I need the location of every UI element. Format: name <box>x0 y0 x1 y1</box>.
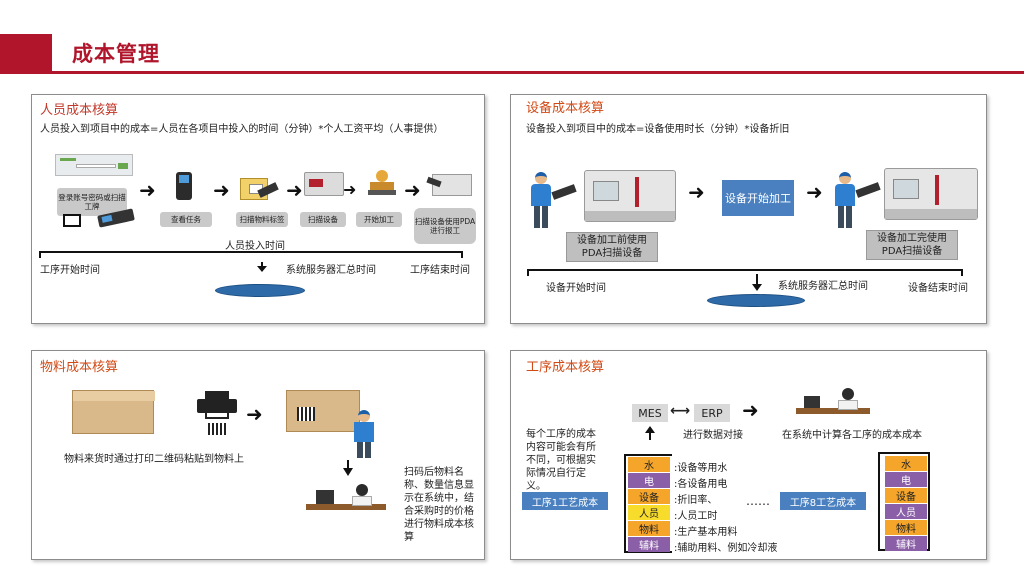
handheld-terminal-icon <box>176 172 192 200</box>
process-end-label: 工序结束时间 <box>410 265 470 276</box>
material-panel-title: 物料成本核算 <box>40 360 119 375</box>
step-start-processing: 开始加工 <box>356 212 402 227</box>
material-cost-panel <box>31 350 485 560</box>
item-water: 水 <box>628 457 670 472</box>
operator-icon <box>528 172 554 230</box>
item-auxiliary-desc: :辅助用料、例如冷却液 <box>674 543 778 554</box>
item-water-desc: :设备等用水 <box>674 463 728 474</box>
arrow-right-icon: ➜ <box>246 402 263 426</box>
item-material: 物料 <box>628 521 670 536</box>
equipment-start-time: 设备开始时间 <box>546 283 606 294</box>
step-report-work: 扫描设备使用PDA进行报工 <box>414 208 476 244</box>
material-caption: 物料来货时通过打印二维码粘贴到物料上 <box>64 454 244 465</box>
item-electricity: 电 <box>628 473 670 488</box>
process-note: 每个工序的成本内容可能会有所不同，可根据实际情况自行定义。 <box>526 429 596 492</box>
personnel-panel-title: 人员成本核算 <box>40 103 119 118</box>
cnc-machine-image <box>584 170 676 222</box>
item-material: 物料 <box>885 520 927 535</box>
down-arrow-icon <box>343 460 353 476</box>
arrow-right-icon: ➜ <box>139 178 156 202</box>
mes-system-box: MES <box>632 404 668 422</box>
cnc-machine-image <box>884 168 978 220</box>
item-personnel-desc: :人员工时 <box>674 511 718 522</box>
operator-icon <box>832 172 858 230</box>
equipment-start-box: 设备开始加工 <box>722 180 794 216</box>
item-auxiliary: 辅料 <box>628 537 670 552</box>
server-summary-label: 系统服务器汇总时间 <box>286 265 376 276</box>
server-database-icon <box>707 294 805 307</box>
step-view-task: 查看任务 <box>160 212 212 227</box>
arrow-right-icon: ➜ <box>343 180 357 199</box>
equipment-end-time: 设备结束时间 <box>908 283 968 294</box>
arrow-right-icon: ➜ <box>213 178 230 202</box>
erp-system-box: ERP <box>694 404 730 422</box>
item-equipment: 设备 <box>885 488 927 503</box>
arrow-right-icon: ➜ <box>286 178 303 202</box>
item-material-desc: :生产基本用料 <box>674 527 738 538</box>
header-underline <box>52 71 1024 74</box>
left-item-bracket <box>624 454 672 553</box>
item-personnel: 人员 <box>885 504 927 519</box>
page-title: 成本管理 <box>72 42 160 66</box>
arrow-right-icon: ➜ <box>688 180 705 204</box>
item-equipment-desc: :折旧率、 <box>674 495 718 506</box>
office-worker-image <box>306 484 386 520</box>
right-bracket-right <box>924 452 930 551</box>
labeled-box-image <box>286 390 360 432</box>
arrow-right-icon: ➜ <box>404 178 421 202</box>
item-personnel: 人员 <box>628 505 670 520</box>
item-water: 水 <box>885 456 927 471</box>
process1-cost-box: 工序1工艺成本 <box>522 492 608 510</box>
server-database-icon <box>215 284 305 297</box>
item-electricity-desc: :各设备用电 <box>674 479 728 490</box>
qr-code-icon <box>208 423 226 435</box>
worker-icon <box>368 170 396 196</box>
arrow-right-icon: ➜ <box>806 180 823 204</box>
equipment-formula: 设备投入到项目中的成本=设备使用时长（分钟）*设备折旧 <box>526 124 790 135</box>
up-arrow-icon <box>645 426 655 440</box>
step-login-box: 登录账号密码或扫描工牌 <box>57 188 127 216</box>
printer-icon <box>197 391 237 419</box>
invest-time-label: 人员投入时间 <box>225 241 285 252</box>
personnel-formula: 人员投入到项目中的成本=人员在各项目中投入的时间（分钟）*个人工资平均（人事提供… <box>40 124 444 135</box>
data-docking-label: 进行数据对接 <box>683 430 743 441</box>
login-screen-image <box>55 154 133 176</box>
process-panel-title: 工序成本核算 <box>526 360 605 375</box>
material-description: 扫码后物料名称、数量信息显示在系统中，结合采购时的价格进行物料成本核算 <box>404 467 474 543</box>
step-scan-device: 扫描设备 <box>300 212 346 227</box>
process-start-label: 工序开始时间 <box>40 265 100 276</box>
system-calc-label: 在系统中计算各工序的成本成本 <box>782 430 922 441</box>
right-bracket-left <box>878 452 884 551</box>
equipment-panel-title: 设备成本核算 <box>526 101 605 116</box>
equipment-bracket <box>527 269 963 291</box>
personnel-bracket <box>39 251 463 272</box>
cnc-machine-icon <box>304 172 344 196</box>
bidirectional-arrow-icon: ⟷ <box>670 403 691 419</box>
item-electricity: 电 <box>885 472 927 487</box>
before-scan-label: 设备加工前使用PDA扫描设备 <box>566 232 658 262</box>
ellipsis: …… <box>746 494 770 508</box>
equipment-server-label: 系统服务器汇总时间 <box>778 281 868 292</box>
office-worker-image <box>796 388 870 422</box>
process8-cost-box: 工序8工艺成本 <box>780 492 866 510</box>
arrow-right-icon: ➜ <box>742 398 759 422</box>
header-accent-block <box>0 34 52 74</box>
item-equipment: 设备 <box>628 489 670 504</box>
operator-icon <box>352 410 376 458</box>
cardboard-box-image <box>72 390 155 434</box>
after-scan-label: 设备加工完使用PDA扫描设备 <box>866 230 958 260</box>
step-scan-material: 扫描物料标签 <box>236 212 288 227</box>
badge-icon <box>63 214 81 227</box>
cnc-machine-icon <box>426 174 472 196</box>
item-auxiliary: 辅料 <box>885 536 927 551</box>
